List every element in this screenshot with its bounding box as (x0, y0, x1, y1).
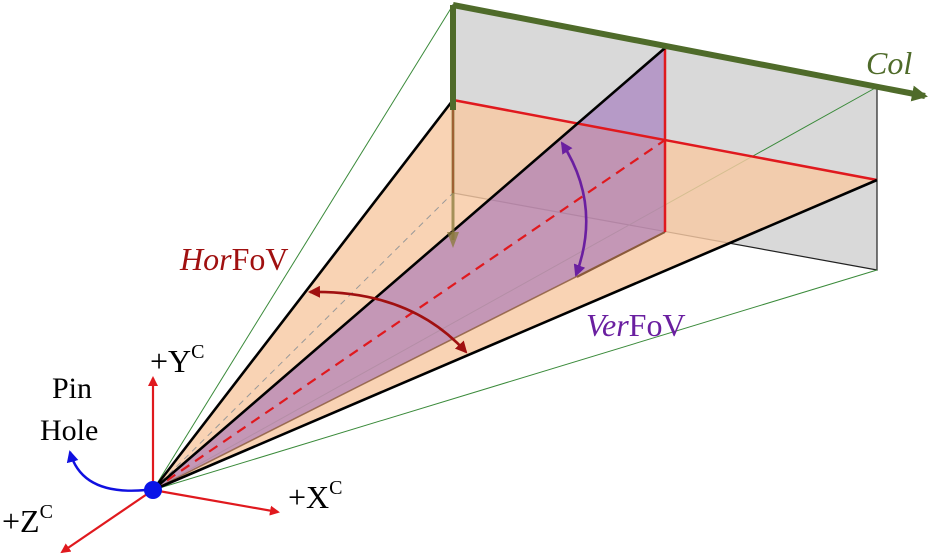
ver-fov-label-rest: FoV (629, 307, 686, 343)
axis-y-sup: C (191, 341, 204, 363)
ver-fov-arc (560, 141, 588, 277)
camera-axes (60, 376, 280, 554)
hor-fov-arc (308, 285, 468, 354)
ver-fov-label-italic: Ver (586, 307, 629, 343)
axis-x-line (152, 488, 280, 516)
hor-fov-label-italic: Hor (179, 241, 232, 277)
ver-fov-label: VerFoV (586, 307, 686, 343)
col-axis (452, 2, 928, 102)
hidden-frustum-line (152, 192, 454, 491)
axis-y-label: +YC (150, 341, 205, 379)
vertical-plane-edge (576, 231, 666, 278)
axis-z-label: +ZC (2, 501, 53, 539)
axis-x-label: +XC (288, 477, 343, 515)
axis-x-main: +X (288, 479, 329, 515)
axis-x-sup: C (329, 477, 342, 499)
axis-y-main: +Y (150, 343, 191, 379)
axis-z-main: +Z (2, 503, 40, 539)
row-axis-arrow-icon (447, 232, 459, 248)
col-label: Col (866, 45, 912, 81)
hor-fov-label-rest: FoV (232, 241, 289, 277)
pinhole-point-icon (144, 481, 162, 499)
pin-hole-label-line2: Hole (40, 414, 98, 447)
axis-z-sup: C (40, 501, 53, 523)
fov-edge-lines (151, 47, 878, 492)
axis-z-line (60, 489, 154, 554)
pin-hole-label-line1: Pin (52, 372, 92, 405)
hor-fov-label: HorFoV (179, 241, 288, 277)
pin-hole-pointer-icon (66, 450, 147, 492)
